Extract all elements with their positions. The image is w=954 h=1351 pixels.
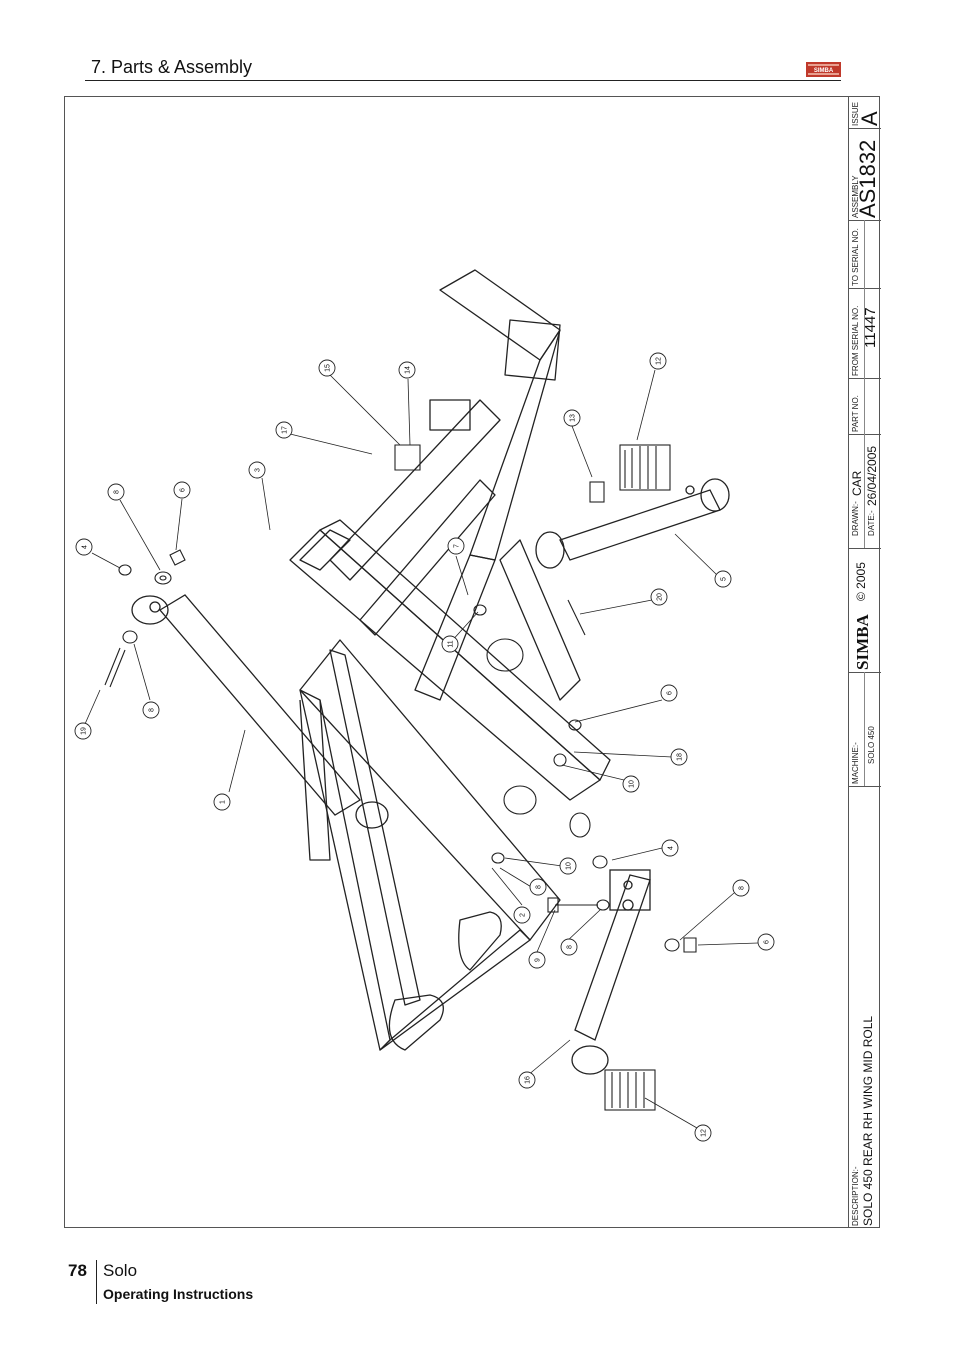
header-rule: [85, 80, 841, 81]
logo-text: SIMBA: [814, 68, 834, 74]
callout-label: 8: [149, 708, 156, 712]
lower-link-16: [571, 869, 651, 1075]
callout-labels: 1 2 3 4 4 5 6 6 6 7 8 8 8 8 8 9 10 10 11…: [81, 357, 771, 1137]
callout-label: 1: [220, 800, 227, 804]
callout-label: 20: [657, 593, 664, 601]
callout-label: 2: [520, 913, 527, 917]
callout-label: 6: [180, 488, 187, 492]
callout-label: 12: [701, 1129, 708, 1137]
date-value: 26/04/2005: [865, 445, 879, 506]
hydraulic-cylinder-1: [131, 594, 389, 829]
callout-label: 14: [405, 366, 412, 374]
callout-label: 10: [629, 780, 636, 788]
callout-label: 4: [82, 545, 89, 549]
callout-label: 6: [667, 691, 674, 695]
callout-label: 9: [535, 958, 542, 962]
callout-label: 8: [739, 886, 746, 890]
callout-label: 10: [566, 862, 573, 870]
parts-drawing: 1 2 3 4 4 5 6 6 6 7 8 8 8 8 8 9 10 10 11…: [74, 269, 775, 1142]
drawn-value: CAR: [850, 470, 864, 496]
title-block: ISSUE A ASSEMBLY AS1832 TO SERIAL NO. FR…: [848, 96, 882, 1228]
callout-label: 8: [567, 945, 574, 949]
callout-label: 11: [448, 640, 455, 647]
callout-label: 12: [656, 357, 663, 365]
footer-rule: [96, 1260, 97, 1304]
machine-value: SOLO 450: [867, 726, 876, 764]
callout-label: 8: [536, 885, 543, 889]
section-title: 7. Parts & Assembly: [91, 57, 253, 77]
page-number: 78: [68, 1261, 87, 1280]
spring-pack-12-top: [619, 444, 671, 491]
drawn-label: DRAWN:-: [851, 501, 860, 536]
part-no-label: PART NO.: [851, 395, 860, 432]
copyright: © 2005: [854, 562, 868, 601]
hydraulic-cylinder-5: [535, 478, 730, 569]
machine-label: MACHINE:-: [851, 742, 860, 784]
to-serial-label: TO SERIAL NO.: [851, 228, 860, 286]
assembly-value: AS1832: [855, 139, 880, 218]
callout-label: 15: [325, 364, 332, 372]
callout-label: 18: [677, 753, 684, 761]
spring-pack-12-bottom: [604, 1069, 656, 1111]
callout-label: 16: [525, 1076, 532, 1084]
callout-balloons: [74, 352, 775, 1142]
from-serial-label: FROM SERIAL NO.: [851, 305, 860, 376]
small-parts: [104, 444, 697, 953]
manual-subtitle: Operating Instructions: [103, 1286, 254, 1302]
callout-label: 17: [282, 426, 289, 434]
callout-label: 6: [764, 940, 771, 944]
from-serial-value: 11447: [862, 307, 879, 348]
drawing-frame: [64, 96, 880, 1228]
description-label: DESCRIPTION:-: [851, 1166, 860, 1226]
callout-label: 5: [721, 577, 728, 581]
callout-label: 7: [454, 544, 461, 548]
title-block-brand: SIMBA: [853, 614, 872, 670]
product-name: Solo: [103, 1261, 138, 1280]
description-value: SOLO 450 REAR RH WING MID ROLL: [861, 1015, 875, 1226]
callout-label: 4: [668, 846, 675, 850]
date-label: DATE:-: [867, 510, 876, 536]
issue-value: A: [857, 111, 882, 126]
simba-logo: SIMBA: [806, 62, 841, 77]
callout-label: 8: [114, 490, 121, 494]
main-frame-linework: [289, 269, 611, 1051]
callout-leaders: [84, 369, 759, 1129]
callout-label: 19: [81, 727, 88, 735]
callout-label: 3: [255, 468, 262, 472]
callout-label: 13: [570, 414, 577, 422]
